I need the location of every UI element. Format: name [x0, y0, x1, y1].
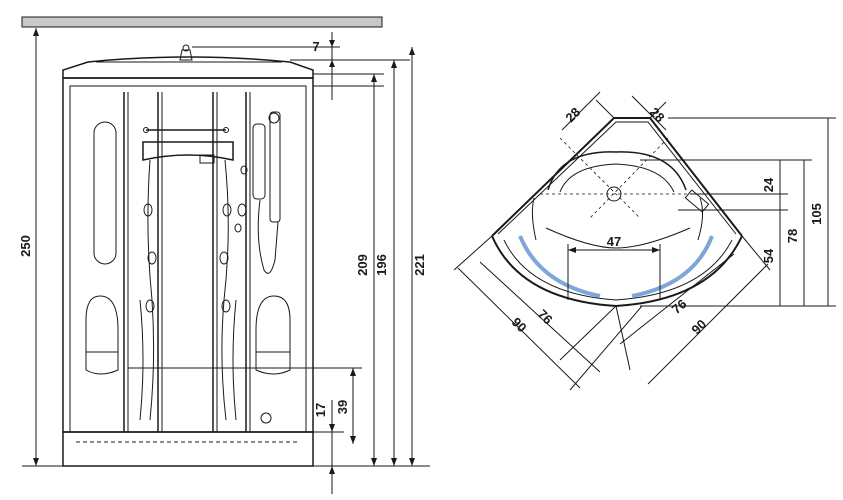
dim-arrow-7-bottom: [329, 60, 335, 67]
dim-line-90-right: [647, 263, 769, 385]
front-view: 250 7 221 196 209 39: [18, 16, 430, 494]
dim-arrow-209-top: [371, 74, 377, 82]
jet-icon: [219, 251, 229, 265]
right-seat-icon: [255, 295, 291, 375]
dim-line-90-left: [457, 267, 581, 389]
dim-label-221: 221: [412, 254, 427, 276]
dim-arrow-17-bottom: [329, 466, 335, 474]
hand-shower-hose: [257, 199, 279, 274]
left-seat-icon: [85, 295, 119, 375]
dim-arrow-39-top: [350, 368, 356, 376]
back-panel-curve: [147, 159, 155, 421]
ext-28-b: [649, 101, 667, 119]
back-panel-curve-4: [232, 299, 237, 421]
plan-axis-d2: [589, 137, 669, 219]
dim-arrow-250-bottom: [33, 458, 39, 466]
dim-label-28-left: 28: [562, 104, 583, 125]
dim-label-209: 209: [355, 254, 370, 276]
plan-back-arc: [547, 151, 687, 191]
dim-label-47: 47: [607, 234, 621, 249]
plan-view: 28 28 24 54 78 105 47 76 90: [453, 91, 836, 391]
ext-left-b: [559, 305, 617, 361]
plan-door-seal-right: [631, 235, 714, 298]
dim-line-28-left: [561, 91, 601, 131]
dim-arrow-221-top: [409, 47, 415, 55]
plan-front-arc-inner: [503, 239, 733, 301]
dim-label-tray-17: 17: [313, 403, 328, 417]
overhead-shelf: [142, 141, 234, 161]
plan-side-wall-right: [697, 197, 704, 241]
back-panel-curve-3: [139, 299, 144, 421]
jet-icon: [234, 223, 242, 233]
shower-tray: [62, 431, 314, 467]
drain-icon: [260, 412, 272, 424]
dim-arrow-47-left: [568, 247, 576, 253]
dim-arrow-196-top: [391, 60, 397, 68]
dim-label-24: 24: [761, 177, 776, 192]
rail-end-right: [223, 127, 229, 133]
dim-label-total-height: 250: [18, 235, 33, 257]
plan-back-arc-inner: [559, 163, 675, 193]
jet-icon: [240, 165, 248, 175]
jet-icon: [143, 203, 153, 217]
ext-left-a: [453, 235, 493, 271]
body-jets: [143, 165, 248, 313]
cabin-inner-frame: [69, 85, 307, 433]
dim-label-76-left: 76: [535, 306, 556, 327]
plan-seat-arc: [545, 227, 691, 249]
ext-right-a: [741, 235, 771, 271]
ext-left-c: [569, 305, 643, 391]
shower-column-grip: [252, 123, 266, 200]
dim-label-90-left: 90: [509, 314, 530, 335]
plan-inner-frame: [497, 121, 737, 235]
dim-label-54: 54: [761, 248, 776, 263]
dim-label-196: 196: [374, 254, 389, 276]
dim-label-tray-39: 39: [335, 400, 350, 414]
ext-28-a: [595, 99, 615, 119]
dim-line-76-left: [479, 261, 601, 373]
dim-arrow-250-top: [33, 28, 39, 36]
shower-column: [269, 111, 281, 223]
plan-outer-frame: [491, 117, 743, 237]
dim-arrow-196-bottom: [391, 458, 397, 466]
overhead-shower-icon: [199, 154, 215, 164]
plan-hand-shower-icon: [684, 189, 710, 213]
rail-end-left: [143, 127, 149, 133]
dim-arrow-47-right: [652, 247, 660, 253]
dim-label-top-offset: 7: [312, 39, 319, 54]
top-nozzle-cap: [182, 44, 190, 52]
ceiling-bar: [21, 16, 383, 28]
dim-label-90-right: 90: [688, 316, 709, 337]
dim-line-76-right: [619, 253, 735, 345]
dim-arrow-17-top: [329, 424, 335, 432]
dim-label-105: 105: [809, 203, 824, 225]
cabin-roof: [62, 56, 314, 79]
jet-icon: [222, 203, 232, 217]
left-panel-window: [93, 121, 117, 265]
plan-side-wall-left: [531, 197, 537, 241]
dim-label-76-right: 76: [669, 296, 690, 317]
dim-arrow-221-bottom: [409, 458, 415, 466]
plan-axis-d1: [559, 137, 641, 219]
back-panel-curve-2: [221, 159, 229, 421]
top-nozzle-icon: [179, 49, 193, 61]
dim-arrow-39-bottom: [350, 436, 356, 444]
dim-arrow-7-top: [329, 40, 335, 47]
jet-icon: [237, 203, 247, 217]
dim-line-28-right: [631, 95, 667, 131]
dim-label-78: 78: [785, 229, 800, 243]
ext-right-b: [615, 305, 631, 371]
hand-shower-head-icon: [268, 112, 280, 124]
dim-label-28-right: 28: [647, 104, 668, 125]
dim-arrow-209-bottom: [371, 458, 377, 466]
plan-door-seal-left: [518, 235, 601, 298]
jet-icon: [147, 251, 157, 265]
jet-icon: [221, 299, 231, 313]
jet-icon: [145, 299, 155, 313]
